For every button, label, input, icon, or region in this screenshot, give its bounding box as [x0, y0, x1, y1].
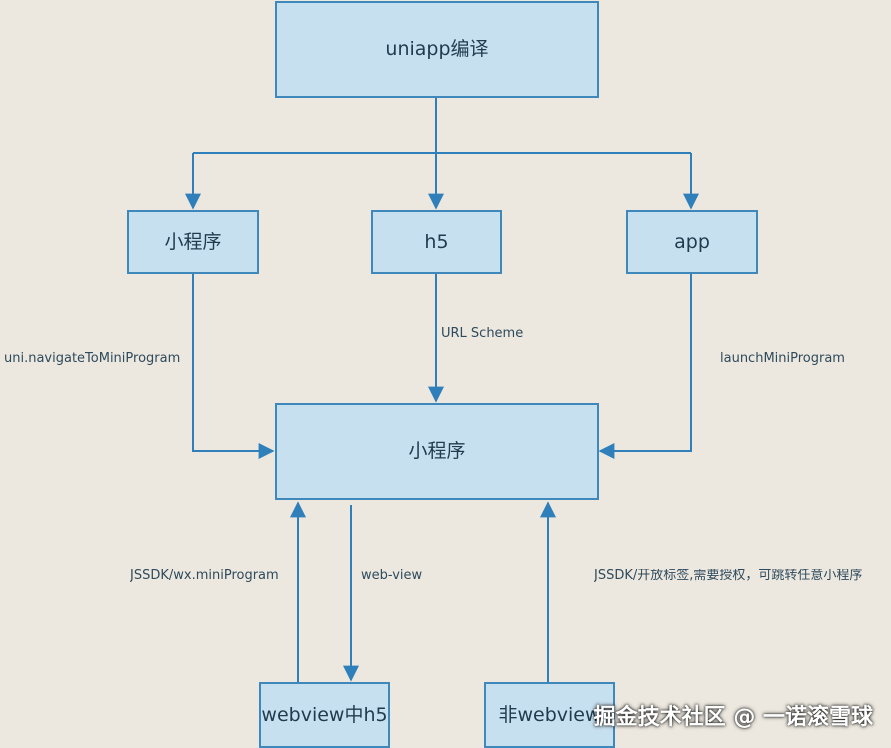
h5-node: h5 — [371, 210, 502, 274]
uniapp-compile-label: uniapp编译 — [385, 38, 489, 61]
uniapp-compile-node: uniapp编译 — [275, 1, 599, 98]
edge-label-web-view: web-view — [361, 569, 423, 582]
app-label: app — [674, 230, 710, 253]
arrow-app-to-center — [598, 274, 692, 459]
edge-label-jssdk-open: JSSDK/开放标签,需要授权，可跳转任意小程序 — [594, 569, 863, 582]
h5-label: h5 — [424, 230, 449, 253]
edge-label-navigate: uni.navigateToMiniProgram — [4, 352, 181, 365]
mini-program-left-label: 小程序 — [164, 230, 222, 253]
edge-label-url-scheme: URL Scheme — [441, 327, 524, 340]
non-webview-node: 非webview — [484, 682, 615, 748]
edge-label-jssdk-wx: JSSDK/wx.miniProgram — [130, 569, 279, 582]
edge-label-launch: launchMiniProgram — [720, 352, 845, 365]
non-webview-label: 非webview — [498, 703, 601, 726]
arrow-mini-program-left-to-center — [192, 274, 275, 459]
mini-program-center-label: 小程序 — [408, 440, 466, 463]
app-node: app — [626, 210, 758, 274]
webview-h5-node: webview中h5 — [259, 682, 390, 748]
mini-program-node-left: 小程序 — [127, 210, 259, 274]
mini-program-center-node: 小程序 — [275, 403, 599, 500]
webview-h5-label: webview中h5 — [261, 703, 388, 726]
